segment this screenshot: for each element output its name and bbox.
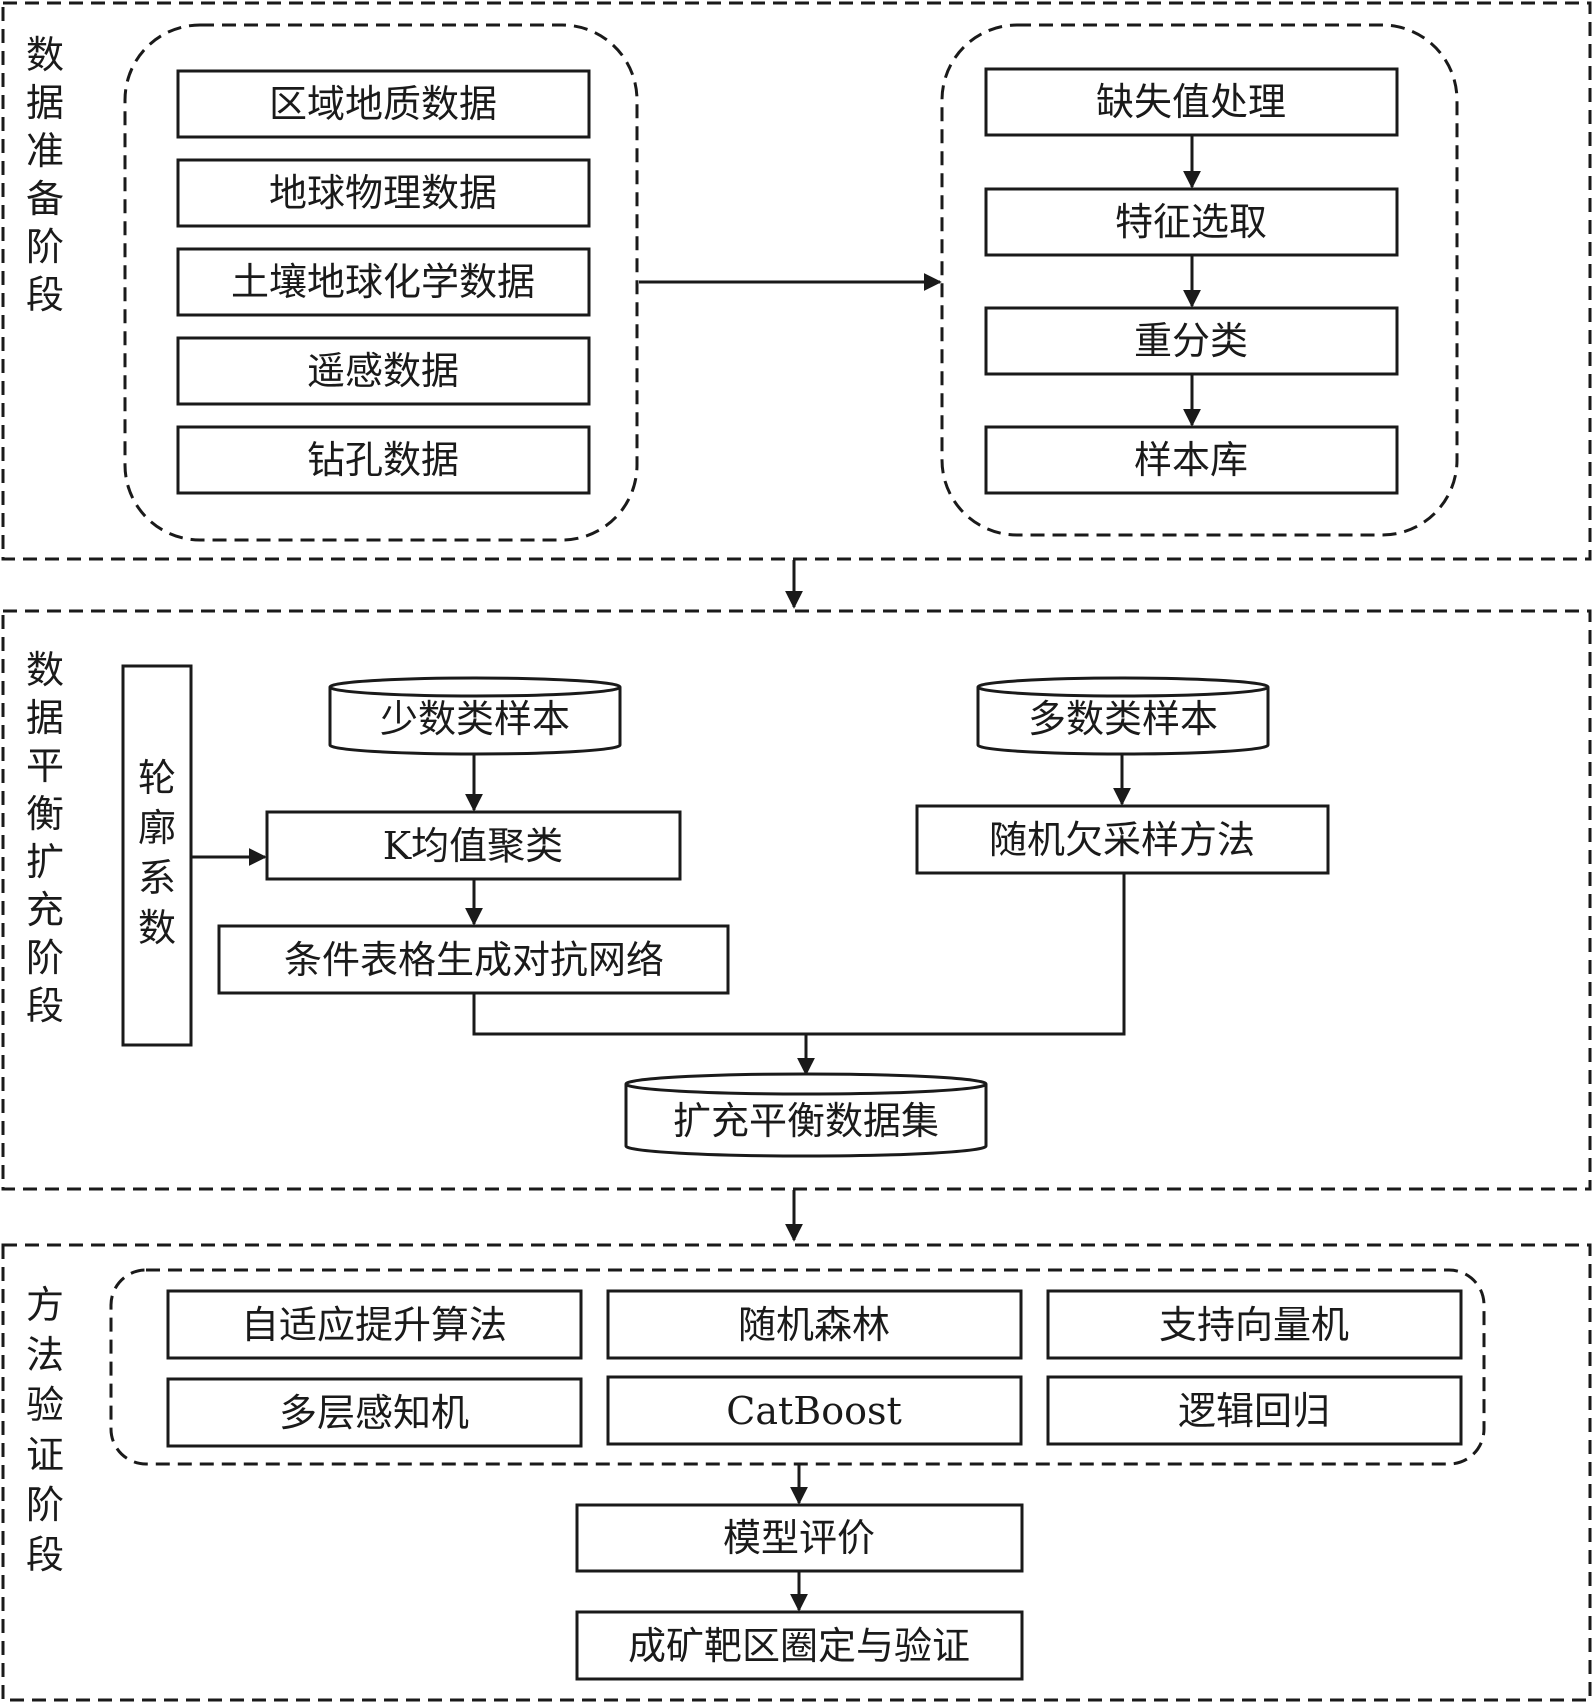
step-box-sample-library: 样本库	[984, 425, 1399, 495]
undersample-box: 随机欠采样方法	[915, 804, 1330, 875]
kmeans-label: K均值聚类	[383, 824, 563, 868]
step-label-feature-selection: 特征选取	[1115, 200, 1267, 244]
model-label-mlp: 多层感知机	[279, 1391, 469, 1435]
step-label-missing-values: 缺失值处理	[1096, 80, 1286, 124]
stage-frame-balance	[1, 609, 1592, 1191]
balanced-dataset-cylinder: 扩充平衡数据集	[624, 1072, 988, 1158]
silhouette-box: 轮廓系数	[121, 664, 193, 1047]
target-box: 成矿靶区圈定与验证	[575, 1610, 1024, 1681]
model-box-catboost: CatBoost	[606, 1375, 1023, 1446]
evaluation-label: 模型评价	[723, 1516, 875, 1560]
model-box-logistic-regression: 逻辑回归	[1046, 1375, 1463, 1446]
kmeans-box: K均值聚类	[265, 810, 682, 881]
model-box-random-forest: 随机森林	[606, 1289, 1023, 1360]
stage-label-verify: 方法验证阶段	[26, 1283, 64, 1577]
source-label-remote-sensing: 遥感数据	[307, 349, 459, 393]
balanced-dataset-label: 扩充平衡数据集	[673, 1099, 939, 1143]
step-label-reclassification: 重分类	[1134, 319, 1248, 363]
source-label-drilling: 钻孔数据	[307, 438, 459, 482]
connector-ctgan-to-merge	[472, 873, 1126, 1036]
source-box-geophysics: 地球物理数据	[176, 158, 591, 228]
silhouette-label: 轮廓系数	[138, 756, 176, 950]
undersample-label: 随机欠采样方法	[989, 818, 1255, 862]
stage-frame-prep	[1, 1, 1592, 561]
source-box-soil-geochemistry: 土壤地球化学数据	[176, 247, 591, 317]
minority-samples-label: 少数类样本	[380, 697, 570, 741]
preprocess-group	[940, 23, 1459, 537]
model-label-catboost: CatBoost	[726, 1389, 901, 1433]
stage-label-balance: 数据平衡扩充阶段	[26, 648, 64, 1028]
ctgan-label: 条件表格生成对抗网络	[284, 938, 664, 982]
ctgan-box: 条件表格生成对抗网络	[217, 924, 730, 995]
model-box-mlp: 多层感知机	[166, 1377, 583, 1448]
source-box-regional-geology: 区域地质数据	[176, 69, 591, 139]
source-data-group	[123, 23, 639, 542]
source-box-remote-sensing: 遥感数据	[176, 336, 591, 406]
majority-samples-label: 多数类样本	[1028, 697, 1218, 741]
step-box-feature-selection: 特征选取	[984, 187, 1399, 257]
step-box-reclassification: 重分类	[984, 306, 1399, 376]
source-label-soil-geochemistry: 土壤地球化学数据	[231, 260, 535, 304]
step-label-sample-library: 样本库	[1134, 438, 1248, 482]
stage-label-prep: 数据准备阶段	[26, 33, 64, 317]
evaluation-box: 模型评价	[575, 1503, 1024, 1573]
model-label-logistic-regression: 逻辑回归	[1178, 1389, 1330, 1433]
step-box-missing-values: 缺失值处理	[984, 67, 1399, 137]
source-box-drilling: 钻孔数据	[176, 425, 591, 495]
source-label-regional-geology: 区域地质数据	[269, 82, 497, 126]
target-label: 成矿靶区圈定与验证	[628, 1624, 970, 1668]
model-label-svm: 支持向量机	[1159, 1303, 1349, 1347]
minority-samples-cylinder: 少数类样本	[328, 676, 622, 756]
majority-samples-cylinder: 多数类样本	[976, 676, 1270, 756]
model-box-adaboost: 自适应提升算法	[166, 1289, 583, 1360]
stage-frame-verify	[1, 1243, 1592, 1702]
model-label-random-forest: 随机森林	[738, 1303, 890, 1347]
source-label-geophysics: 地球物理数据	[269, 171, 497, 215]
model-label-adaboost: 自适应提升算法	[241, 1303, 507, 1347]
model-box-svm: 支持向量机	[1046, 1289, 1463, 1360]
